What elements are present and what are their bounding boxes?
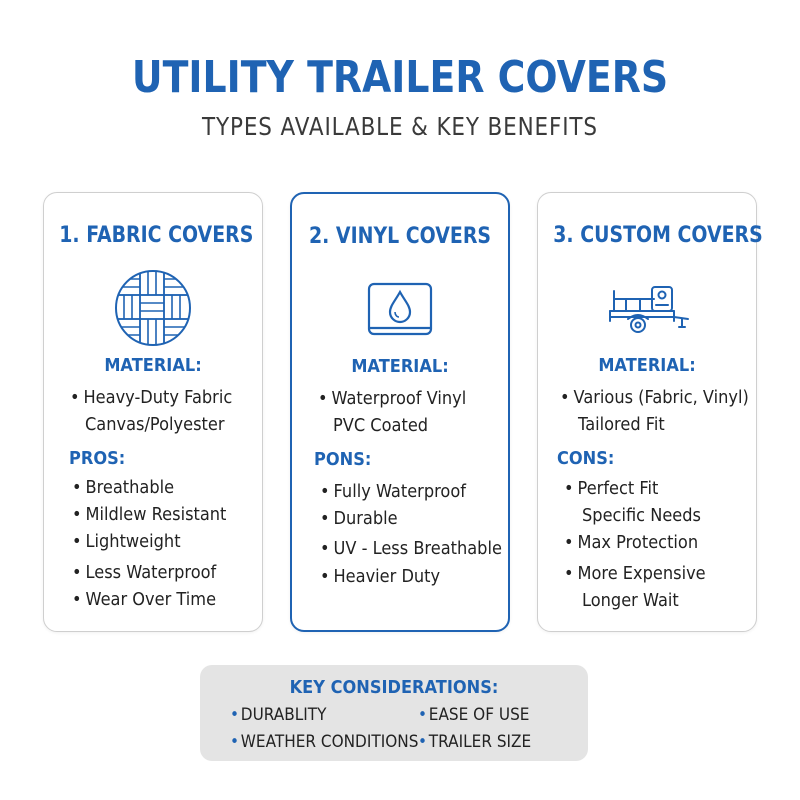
pros-heading: PROS:	[69, 448, 126, 469]
page-subtitle: TYPES AVAILABLE & KEY BENEFITS	[202, 112, 598, 141]
list-item: •Max Protection	[564, 532, 699, 553]
water-drop-icon	[367, 282, 433, 336]
material-item: •Waterproof Vinyl	[318, 388, 467, 409]
material-item: •Various (Fabric, Vinyl)	[560, 387, 749, 408]
page-title: UTILITY TRAILER COVERS	[131, 52, 669, 103]
material-item: PVC Coated	[333, 415, 429, 436]
pons-heading: PONS:	[314, 449, 372, 470]
utility-trailer-icon	[609, 286, 689, 333]
list-item: Longer Wait	[582, 590, 679, 611]
material-heading: MATERIAL:	[104, 355, 202, 376]
list-item: •Perfect Fit	[564, 478, 659, 499]
consideration-item: •WEATHER CONDITIONS	[230, 732, 419, 752]
card-title: 2. VINYL COVERS	[308, 224, 492, 249]
list-item: •Durable	[320, 508, 398, 529]
fabric-weave-icon	[115, 270, 191, 346]
vinyl-covers-card: 2. VINYL COVERS MATERIAL: •Waterproof Vi…	[290, 192, 510, 632]
list-item: •More Expensive	[564, 563, 706, 584]
list-item: •Lightweight	[72, 531, 181, 552]
material-heading: MATERIAL:	[351, 356, 449, 377]
custom-covers-card: 3. CUSTOM COVERS MATERIAL:	[537, 192, 763, 632]
list-item: •Mildlew Resistant	[72, 504, 227, 525]
consideration-item: •TRAILER SIZE	[418, 732, 532, 752]
list-item: •Wear Over Time	[72, 589, 217, 610]
key-considerations-panel: KEY CONSIDERATIONS: •DURABLITY •EASE OF …	[200, 665, 588, 761]
material-item: Canvas/Polyester	[85, 414, 225, 435]
cons-heading: CONS:	[557, 448, 615, 469]
key-considerations-title: KEY CONSIDERATIONS:	[289, 677, 499, 698]
material-item: •Heavy-Duty Fabric	[70, 387, 233, 408]
consideration-item: •DURABLITY	[230, 705, 327, 725]
list-item: •UV - Less Breathable	[320, 538, 502, 559]
consideration-item: •EASE OF USE	[418, 705, 530, 725]
fabric-covers-card: 1. FABRIC COVERS	[43, 192, 263, 632]
list-item: •Fully Waterproof	[320, 481, 466, 502]
list-item: Specific Needs	[582, 505, 701, 526]
card-title: 3. CUSTOM COVERS	[553, 223, 763, 248]
card-title: 1. FABRIC COVERS	[59, 223, 254, 248]
list-item: •Breathable	[72, 477, 175, 498]
list-item: •Heavier Duty	[320, 566, 441, 587]
material-item: Tailored Fit	[578, 414, 665, 435]
material-heading: MATERIAL:	[598, 355, 696, 376]
list-item: •Less Waterproof	[72, 562, 217, 583]
